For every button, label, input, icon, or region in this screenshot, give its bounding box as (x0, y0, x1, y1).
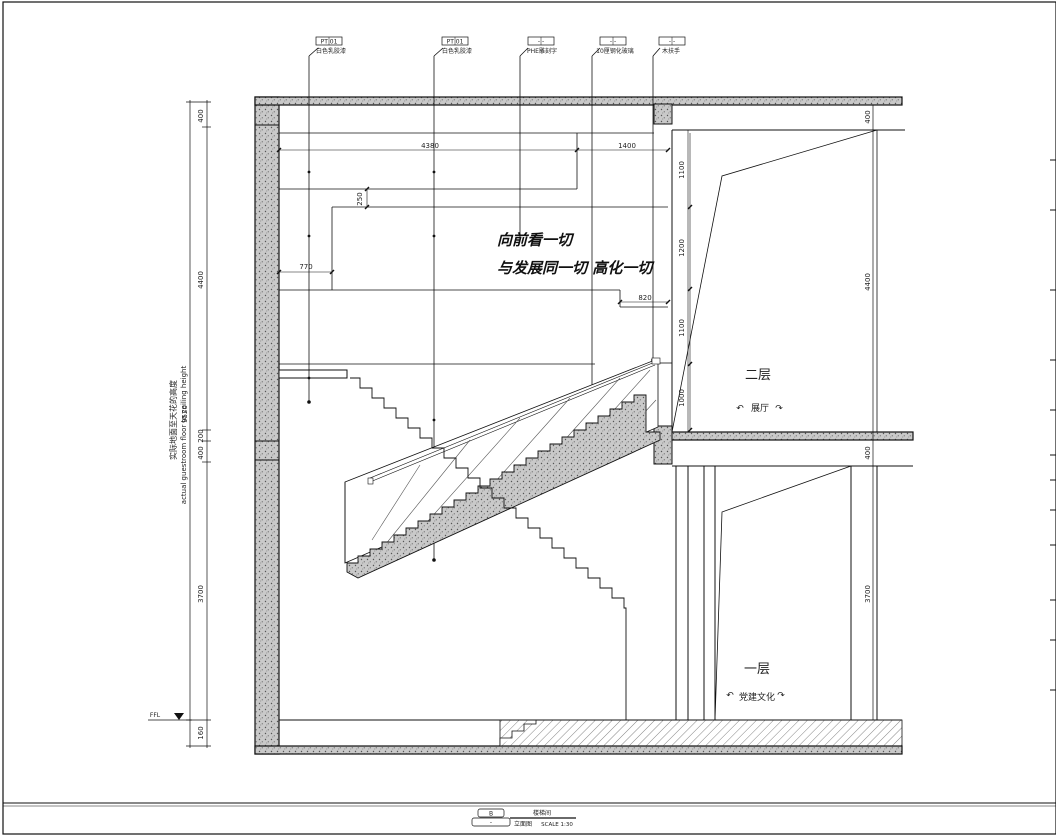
dim-1000: 1000 (678, 389, 686, 407)
right-dimension-chain (869, 104, 878, 721)
callout-2-code: PT 01 (447, 39, 464, 46)
slogan-line-2: 与发展同一切 高化一切 (497, 259, 655, 277)
left-dimension-chain (186, 100, 211, 748)
left-dim-400: 400 (197, 109, 205, 122)
wall-panel-lines (279, 132, 691, 430)
callout-4-code: - - (610, 39, 616, 46)
left-dim-400b: 400 (197, 446, 205, 459)
upper-room-name: 展厅 (751, 403, 769, 414)
left-dim-4400: 4400 (197, 271, 205, 289)
callout-3-code: - - (538, 39, 544, 46)
ffl-label: FFL (150, 712, 161, 719)
upper-left-arrow-icon: ↶ (736, 404, 744, 414)
title-block: B - 楼梯间 立面图 SCALE 1:30 (471, 808, 576, 828)
left-dim-overall: 9520 (181, 405, 189, 423)
height-note-cn: 实际地面至天花的高度 (168, 380, 178, 460)
dim-1100b: 1100 (678, 319, 686, 337)
callout-3: - - PHE雕刻字 (527, 36, 557, 55)
title-type: 立面图 (514, 820, 532, 828)
callout-4-text: 10厘钢化玻璃 (596, 47, 634, 55)
callout-3-text: PHE雕刻字 (527, 47, 557, 55)
callout-5-text: 木扶手 (662, 47, 680, 55)
right-dim-4400: 4400 (864, 273, 872, 291)
dim-250: 250 (356, 192, 364, 205)
dim-1400: 1400 (618, 142, 636, 150)
title-code: B (489, 811, 493, 818)
callout-2-text: 白色乳胶漆 (442, 47, 472, 55)
right-dim-400-top: 400 (864, 110, 872, 123)
dim-4380: 4380 (421, 142, 439, 150)
callout-5: - - 木扶手 (658, 36, 686, 55)
lower-right-arrow-icon: ↷ (777, 691, 785, 701)
callout-1: PT 01 白色乳胶漆 (315, 36, 346, 55)
right-dim-3700: 3700 (864, 585, 872, 603)
dim-820: 820 (638, 294, 651, 302)
title-dash: - (490, 820, 492, 827)
structure (254, 96, 914, 755)
height-note-en: actual guestroom floor to ceiling height (180, 366, 188, 505)
callout-1-code: PT 01 (321, 39, 338, 46)
dim-1100a: 1100 (678, 161, 686, 179)
stair-upper-flight (346, 394, 661, 579)
dim-1200: 1200 (678, 239, 686, 257)
title-name: 楼梯间 (533, 809, 551, 817)
title-scale: SCALE 1:30 (541, 822, 573, 828)
upper-floor-title: 二层 (745, 368, 771, 383)
upper-right-arrow-icon: ↷ (775, 404, 783, 414)
lower-room-name: 党建文化 (739, 691, 775, 703)
callout-1-text: 白色乳胶漆 (316, 47, 346, 55)
lower-floor-title: 一层 (744, 662, 770, 677)
ffl-marker: FFL (148, 712, 192, 721)
upper-room-lines (660, 129, 878, 721)
left-dim-200: 200 (197, 429, 205, 442)
dim-770: 770 (299, 263, 312, 271)
callout-5-code: - - (669, 39, 675, 46)
left-dim-160: 160 (197, 726, 205, 739)
left-dim-3700: 3700 (197, 585, 205, 603)
callout-4: - - 10厘钢化玻璃 (596, 36, 634, 55)
slogan-line-1: 向前看一切 (497, 231, 575, 249)
callout-2: PT 01 白色乳胶漆 (441, 36, 472, 55)
stair-lower-flight (350, 377, 627, 720)
right-dim-400-mid: 400 (864, 446, 872, 459)
dimension-ticks (276, 147, 693, 433)
lower-left-arrow-icon: ↶ (726, 691, 734, 701)
